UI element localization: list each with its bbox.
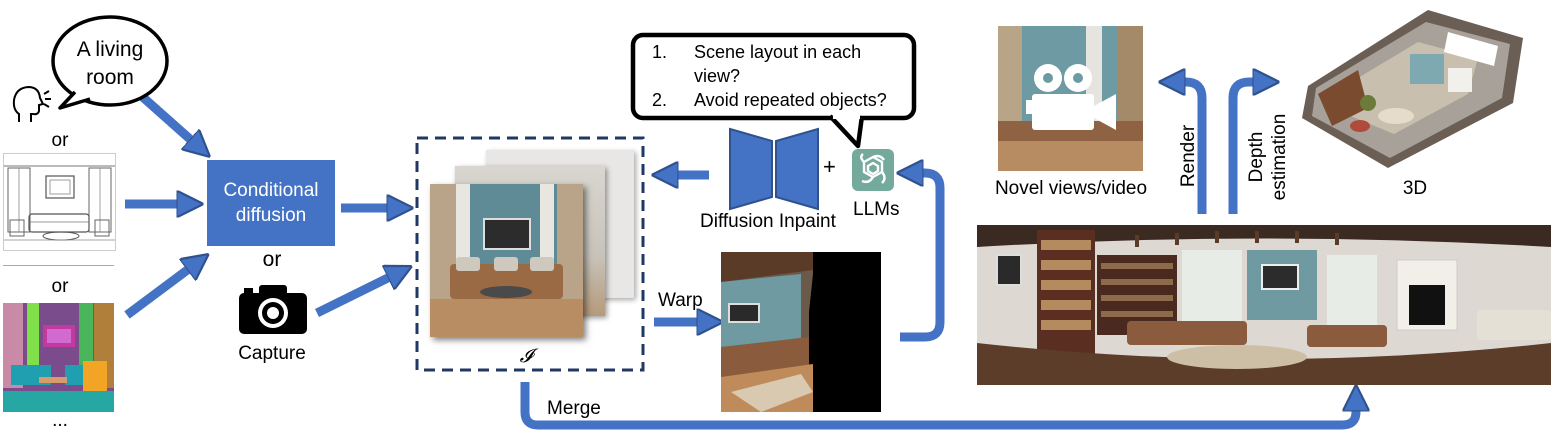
image-set-front (430, 184, 583, 337)
arrow-warped-to-llm (900, 173, 945, 342)
three-d-label: 3D (1402, 178, 1428, 199)
diffusion-inpaint-label: Diffusion Inpaint (700, 211, 836, 232)
video-camera-icon (1026, 64, 1116, 130)
chatgpt-logo-icon (852, 149, 894, 191)
ellipsis-label: ... (52, 410, 68, 431)
render-label: Render (1178, 124, 1199, 188)
llms-label: LLMs (853, 199, 900, 220)
conditional-diffusion-line2: diffusion (235, 205, 307, 226)
or-label-1: or (51, 130, 69, 151)
image-set-frame (415, 136, 645, 372)
sketch-input-image (3, 153, 116, 251)
text-speech-bubble (51, 15, 169, 110)
warp-label: Warp (658, 290, 703, 311)
warped-image (721, 252, 881, 412)
depth-estimation-label: Depth estimation (1246, 113, 1290, 201)
speaking-head-icon (12, 85, 51, 122)
image-set-symbol: 𝓘 (519, 345, 533, 367)
arrow-depth (1228, 82, 1266, 214)
panorama-image (977, 225, 1551, 385)
arrow-text-to-diffusion (134, 88, 200, 148)
capture-label: Capture (238, 343, 306, 364)
conditional-diffusion-box: Conditional diffusion (207, 160, 335, 246)
three-d-reconstruction-image (1298, 8, 1526, 170)
plus-sign: + (823, 154, 836, 179)
or-label-2: or (51, 276, 69, 297)
segmentation-input-image (3, 303, 114, 412)
llm-question-bubble (630, 32, 917, 149)
camera-icon (239, 285, 307, 334)
diffusion-hourglass-icon (729, 127, 819, 211)
novel-view-image (998, 26, 1143, 171)
divider-line (3, 265, 114, 266)
or-label-3: or (262, 248, 282, 271)
arrow-seg-to-diffusion (124, 262, 198, 319)
arrow-camera-to-images (315, 272, 400, 318)
conditional-diffusion-line1: Conditional (223, 180, 319, 201)
llm-question-2: 2. Avoid repeated objects? (652, 90, 887, 110)
arrow-merge (520, 382, 1356, 430)
merge-label: Merge (547, 398, 601, 419)
speech-bubble-text: A living room (76, 38, 144, 89)
novel-views-label: Novel views/video (994, 178, 1148, 199)
arrow-render (1172, 82, 1207, 214)
